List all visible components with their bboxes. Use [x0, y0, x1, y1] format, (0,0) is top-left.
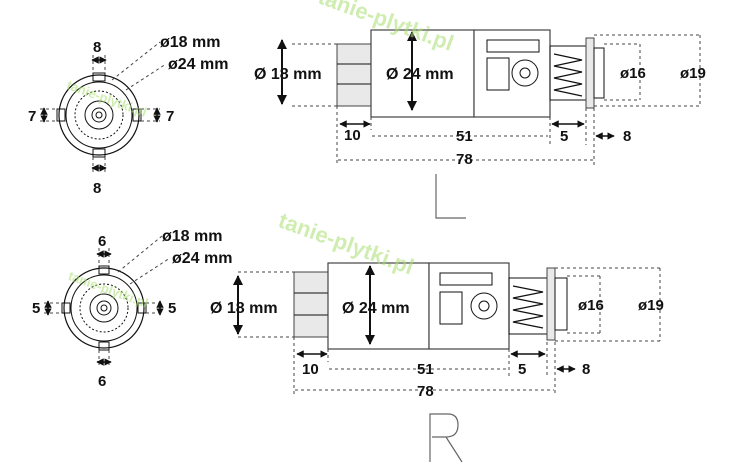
side-len-cap-label: 8 [582, 361, 590, 378]
side-len-spring-label: 5 [560, 128, 568, 145]
side-len-total-label: 78 [456, 151, 473, 168]
front-key-top-label: 6 [98, 233, 106, 250]
spring-r [508, 277, 548, 335]
side-body-dia-label: Ø 24 mm [342, 300, 410, 317]
front-key-bottom-label: 8 [93, 180, 101, 197]
diagram-l: 8 8 7 7 ø18 mm ø24 mm [28, 0, 706, 219]
side-cap-inner-label: ø16 [620, 65, 646, 82]
front-view-r: 6 6 5 5 ø18 mm ø24 mm [32, 228, 232, 390]
front-view-l: 8 8 7 7 ø18 mm ø24 mm [28, 34, 228, 197]
front-outer-dia-label: ø24 mm [172, 250, 232, 267]
front-side-right-label: 7 [166, 108, 174, 125]
side-len-shaft-label: 10 [344, 127, 361, 144]
side-body-dia-label: Ø 24 mm [386, 66, 454, 83]
side-shaft-dia-label: Ø 18 mm [254, 66, 322, 83]
front-side-left-label: 5 [32, 300, 40, 317]
side-view-r: Ø 18 mm Ø 24 mm ø16 ø19 10 51 5 8 78 [210, 262, 664, 400]
spring-l [549, 45, 587, 101]
side-cap-outer-label: ø19 [638, 297, 664, 314]
side-shaft-dia-label: Ø 18 mm [210, 300, 278, 317]
side-len-body-label: 51 [417, 361, 434, 378]
front-key-top-label: 8 [93, 39, 101, 56]
front-side-right-label: 5 [168, 300, 176, 317]
side-marker-l [435, 174, 466, 219]
front-inner-dia-label: ø18 mm [162, 228, 222, 245]
front-side-left-label: 7 [28, 108, 36, 125]
side-len-cap-label: 8 [623, 128, 631, 145]
side-len-body-label: 51 [456, 128, 473, 145]
diagram-r: 6 6 5 5 ø18 mm ø24 mm [32, 208, 664, 463]
side-marker-r [429, 413, 463, 463]
side-len-total-label: 78 [417, 383, 434, 400]
front-inner-dia-label: ø18 mm [160, 34, 220, 51]
front-outer-dia-label: ø24 mm [168, 56, 228, 73]
side-len-shaft-label: 10 [302, 361, 319, 378]
front-key-bottom-label: 6 [98, 373, 106, 390]
side-view-l: Ø 18 mm Ø 24 mm ø16 ø19 10 51 5 8 78 [254, 29, 706, 168]
side-cap-outer-label: ø19 [680, 65, 706, 82]
side-len-spring-label: 5 [518, 361, 526, 378]
side-cap-inner-label: ø16 [578, 297, 604, 314]
